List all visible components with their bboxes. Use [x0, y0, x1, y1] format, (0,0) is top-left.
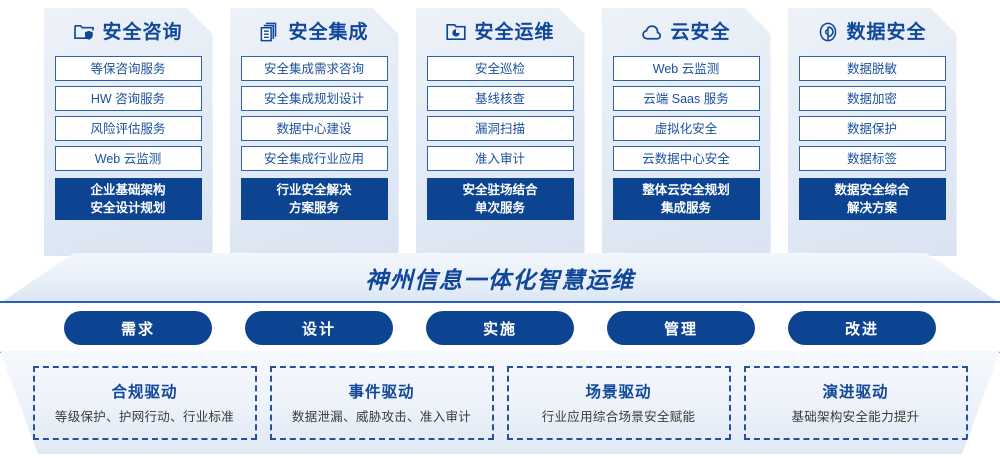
monitor-chart-icon — [445, 21, 467, 43]
column-title: 安全运维 — [474, 21, 555, 43]
driver-title: 演进驱动 — [822, 384, 889, 401]
service-item[interactable]: Web 云监测 — [613, 56, 760, 81]
pill-improvement[interactable]: 改进 — [788, 311, 936, 345]
column-title: 安全集成 — [288, 21, 369, 43]
service-item[interactable]: Web 云监测 — [55, 146, 202, 171]
column-header: 数据安全 — [788, 8, 957, 56]
highlight-line: 方案服务 — [288, 201, 339, 215]
service-item[interactable]: 安全集成行业应用 — [241, 146, 388, 171]
service-item[interactable]: 风险评估服务 — [55, 116, 202, 141]
driver-scenario[interactable]: 场景驱动 行业应用综合场景安全赋能 — [506, 365, 731, 440]
drivers-panel: 合规驱动 等级保护、护网行动、行业标准 事件驱动 数据泄漏、威胁攻击、准入审计 … — [0, 351, 1000, 454]
service-item[interactable]: 数据标签 — [799, 146, 946, 171]
service-item[interactable]: 准入审计 — [427, 146, 574, 171]
column-highlight[interactable]: 安全驻场结合 单次服务 — [427, 178, 574, 220]
column-header: 安全运维 — [416, 8, 585, 56]
highlight-line: 数据安全综合 — [834, 183, 910, 197]
column-highlight[interactable]: 数据安全综合 解决方案 — [799, 178, 946, 220]
column-highlight[interactable]: 整体云安全规划 集成服务 — [613, 178, 760, 220]
banner-bottom-rule — [0, 301, 1000, 303]
column-cloud-security[interactable]: 云安全 Web 云监测 云端 Saas 服务 虚拟化安全 云数据中心安全 整体云… — [602, 8, 771, 256]
stacked-documents-icon — [259, 21, 281, 43]
driver-subtitle: 基础架构安全能力提升 — [791, 410, 920, 424]
service-item[interactable]: 漏洞扫描 — [427, 116, 574, 141]
service-item[interactable]: 云数据中心安全 — [613, 146, 760, 171]
highlight-line: 整体云安全规划 — [642, 183, 730, 197]
fingerprint-icon — [817, 21, 839, 43]
pill-implementation[interactable]: 实施 — [426, 311, 574, 345]
column-highlight[interactable]: 企业基础架构 安全设计规划 — [55, 178, 202, 220]
service-item[interactable]: 数据中心建设 — [241, 116, 388, 141]
column-security-consulting[interactable]: 安全咨询 等保咨询服务 HW 咨询服务 风险评估服务 Web 云监测 企业基础架… — [44, 8, 213, 256]
highlight-line: 安全设计规划 — [90, 201, 166, 215]
service-item[interactable]: HW 咨询服务 — [55, 86, 202, 111]
service-item[interactable]: 数据保护 — [799, 116, 946, 141]
driver-subtitle: 数据泄漏、威胁攻击、准入审计 — [291, 410, 472, 424]
column-item-list: Web 云监测 云端 Saas 服务 虚拟化安全 云数据中心安全 整体云安全规划… — [602, 56, 771, 230]
highlight-line: 行业安全解决 — [276, 183, 352, 197]
column-header: 安全咨询 — [44, 8, 213, 56]
column-header: 云安全 — [602, 8, 771, 56]
driver-title: 合规驱动 — [111, 384, 178, 401]
pill-requirement[interactable]: 需求 — [64, 311, 212, 345]
driver-subtitle: 等级保护、护网行动、行业标准 — [54, 410, 235, 424]
service-item[interactable]: 基线核查 — [427, 86, 574, 111]
driver-subtitle: 行业应用综合场景安全赋能 — [541, 410, 696, 424]
service-item[interactable]: 数据脱敏 — [799, 56, 946, 81]
column-item-list: 安全巡检 基线核查 漏洞扫描 准入审计 安全驻场结合 单次服务 — [416, 56, 585, 230]
pill-design[interactable]: 设计 — [245, 311, 393, 345]
cloud-icon — [641, 21, 663, 43]
column-title: 安全咨询 — [102, 21, 183, 43]
service-item[interactable]: 安全集成需求咨询 — [241, 56, 388, 81]
column-highlight[interactable]: 行业安全解决 方案服务 — [241, 178, 388, 220]
highlight-line: 解决方案 — [846, 201, 897, 215]
column-item-list: 安全集成需求咨询 安全集成规划设计 数据中心建设 安全集成行业应用 行业安全解决… — [230, 56, 399, 230]
highlight-line: 企业基础架构 — [90, 183, 166, 197]
service-item[interactable]: 等保咨询服务 — [55, 56, 202, 81]
service-item[interactable]: 安全集成规划设计 — [241, 86, 388, 111]
highlight-line: 安全驻场结合 — [462, 183, 538, 197]
column-data-security[interactable]: 数据安全 数据脱敏 数据加密 数据保护 数据标签 数据安全综合 解决方案 — [788, 8, 957, 256]
driver-compliance[interactable]: 合规驱动 等级保护、护网行动、行业标准 — [32, 365, 257, 440]
column-title: 云安全 — [670, 21, 731, 43]
pill-management[interactable]: 管理 — [607, 311, 755, 345]
service-columns: 安全咨询 等保咨询服务 HW 咨询服务 风险评估服务 Web 云监测 企业基础架… — [0, 8, 1000, 256]
column-title: 数据安全 — [846, 21, 927, 43]
lifecycle-pills: 需求 设计 实施 管理 改进 — [0, 311, 1000, 345]
service-item[interactable]: 虚拟化安全 — [613, 116, 760, 141]
platform-banner-title: 神州信息一体化智慧运维 — [365, 267, 635, 293]
column-security-operations[interactable]: 安全运维 安全巡检 基线核查 漏洞扫描 准入审计 安全驻场结合 单次服务 — [416, 8, 585, 256]
highlight-line: 单次服务 — [474, 201, 525, 215]
folder-shield-icon — [73, 21, 95, 43]
column-header: 安全集成 — [230, 8, 399, 56]
service-item[interactable]: 数据加密 — [799, 86, 946, 111]
column-item-list: 数据脱敏 数据加密 数据保护 数据标签 数据安全综合 解决方案 — [788, 56, 957, 230]
column-item-list: 等保咨询服务 HW 咨询服务 风险评估服务 Web 云监测 企业基础架构 安全设… — [44, 56, 213, 230]
service-item[interactable]: 云端 Saas 服务 — [613, 86, 760, 111]
column-security-integration[interactable]: 安全集成 安全集成需求咨询 安全集成规划设计 数据中心建设 安全集成行业应用 行… — [230, 8, 399, 256]
driver-evolution[interactable]: 演进驱动 基础架构安全能力提升 — [743, 365, 968, 440]
service-item[interactable]: 安全巡检 — [427, 56, 574, 81]
driver-title: 事件驱动 — [348, 384, 415, 401]
driver-title: 场景驱动 — [585, 384, 652, 401]
platform-banner: 神州信息一体化智慧运维 — [0, 253, 1000, 303]
driver-incident[interactable]: 事件驱动 数据泄漏、威胁攻击、准入审计 — [269, 365, 494, 440]
highlight-line: 集成服务 — [660, 201, 711, 215]
